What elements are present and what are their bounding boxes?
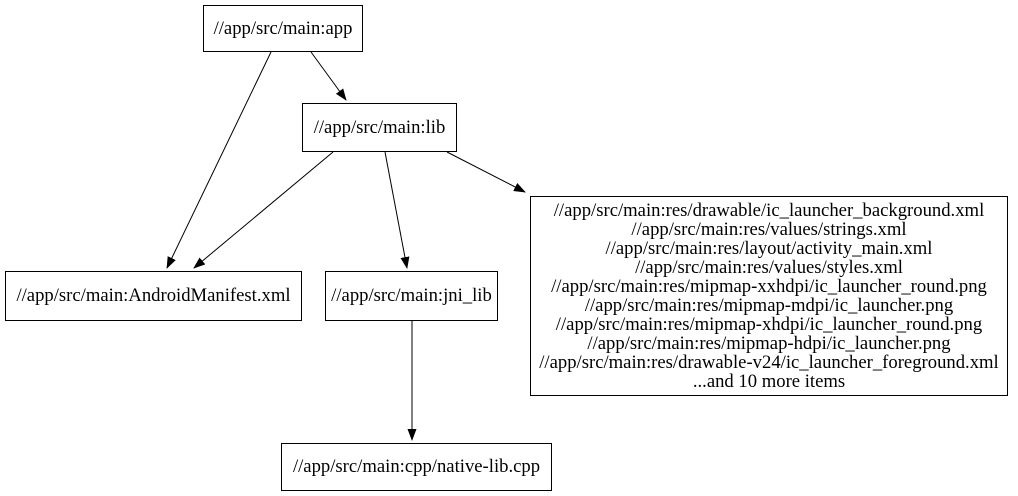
edge-lib-to-jni-lib xyxy=(384,151,410,269)
res-more-items-line: ...and 10 more items xyxy=(692,371,846,392)
res-file-line: //app/src/main:res/mipmap-mdpi/ic_launch… xyxy=(584,295,954,316)
res-file-line: //app/src/main:res/mipmap-xxhdpi/ic_laun… xyxy=(551,276,987,297)
node-native-lib-label: //app/src/main:cpp/native-lib.cpp xyxy=(292,456,541,478)
node-androidmanifest-target: //app/src/main:AndroidManifest.xml xyxy=(5,271,302,321)
res-file-line: //app/src/main:res/drawable/ic_launcher_… xyxy=(553,200,985,221)
res-file-line: //app/src/main:res/drawable-v24/ic_launc… xyxy=(539,352,999,373)
node-jni-lib-target: //app/src/main:jni_lib xyxy=(325,271,498,321)
node-lib-target: //app/src/main:lib xyxy=(302,103,457,152)
node-res-files-target: //app/src/main:res/drawable/ic_launcher_… xyxy=(530,196,1008,396)
node-lib-label: //app/src/main:lib xyxy=(313,116,446,138)
res-file-line: //app/src/main:res/mipmap-xhdpi/ic_launc… xyxy=(555,314,983,335)
res-file-line: //app/src/main:res/values/styles.xml xyxy=(635,257,903,278)
res-file-line: //app/src/main:res/values/strings.xml xyxy=(631,219,907,240)
res-file-line: //app/src/main:res/mipmap-hdpi/ic_launch… xyxy=(587,333,951,354)
node-jni-lib-label: //app/src/main:jni_lib xyxy=(331,285,492,307)
edge-lib-to-res-files xyxy=(446,151,526,193)
edge-app-to-androidmanifest xyxy=(166,51,272,269)
node-androidmanifest-label: //app/src/main:AndroidManifest.xml xyxy=(16,285,291,307)
edge-lib-to-androidmanifest xyxy=(193,151,334,269)
edge-app-to-lib xyxy=(310,51,347,101)
node-native-lib-target: //app/src/main:cpp/native-lib.cpp xyxy=(281,443,552,491)
node-app-label: //app/src/main:app xyxy=(213,17,353,39)
node-app-target: //app/src/main:app xyxy=(203,5,363,52)
res-file-line: //app/src/main:res/layout/activity_main.… xyxy=(605,238,933,259)
